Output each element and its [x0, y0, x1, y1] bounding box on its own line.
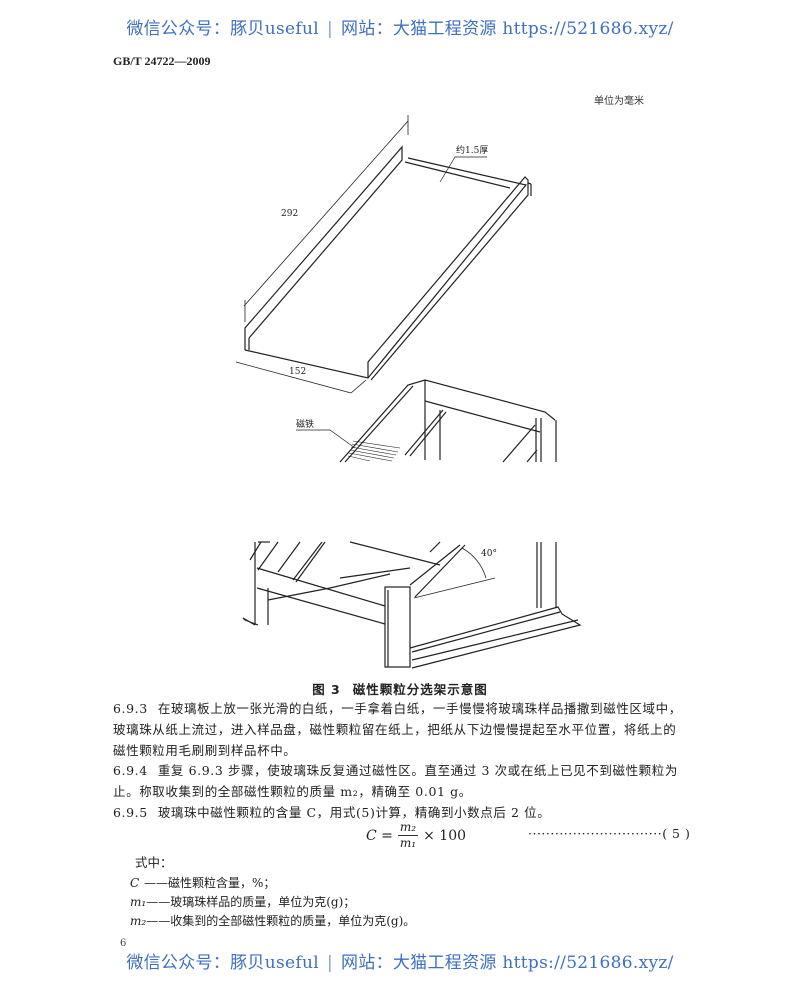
formula-5: C = m₂ m₁ × 100	[366, 820, 466, 851]
formula-reference: ······························( 5 )	[528, 826, 691, 841]
sorting-frame-lower	[242, 541, 582, 669]
watermark-right: 网站：大猫工程资源 https://521686.xyz/	[340, 953, 674, 973]
watermark-bottom: 微信公众号：豚贝useful | 网站：大猫工程资源 https://521686.…	[0, 948, 800, 973]
paragraph-6-9-5: 6.9.5 玻璃珠中磁性颗粒的含量 C，用式(5)计算，精确到小数点后 2 位。	[113, 802, 688, 823]
clause-number: 6.9.4	[113, 763, 148, 778]
unit-note: 单位为毫米	[594, 96, 644, 107]
definition-item: C ——磁性颗粒含量，%；	[130, 874, 415, 893]
definition-symbol: m₁	[130, 895, 147, 909]
formula-denominator: m₁	[399, 836, 417, 850]
thickness-label: 约1.5厚	[456, 144, 488, 156]
angle-label: 40°	[481, 549, 497, 559]
figure-number: 图 3	[312, 682, 341, 697]
dimension-length-label: 292	[281, 209, 298, 219]
sorting-frame-upper	[296, 379, 557, 463]
definition-text: ——玻璃珠样品的质量，单位为克(g)；	[146, 895, 356, 909]
where-label: 式中：	[135, 855, 173, 870]
watermark-top: 微信公众号：豚贝useful | 网站：大猫工程资源 https://521686.…	[0, 14, 800, 39]
watermark-left: 微信公众号：豚贝useful	[126, 953, 319, 973]
standard-number: GB/T 24722—2009	[113, 54, 211, 68]
formula-numerator: m₂	[397, 820, 419, 836]
paragraph-text: 玻璃珠中磁性颗粒的含量 C，用式(5)计算，精确到小数点后 2 位。	[157, 805, 551, 820]
watermark-separator: |	[326, 19, 333, 39]
formula-fraction: m₂ m₁	[397, 820, 419, 851]
dimension-width-label: 152	[289, 367, 306, 377]
page-number: 6	[120, 938, 127, 949]
definition-item: m₁——玻璃珠样品的质量，单位为克(g)；	[130, 893, 415, 912]
sample-tray-drawing	[235, 115, 532, 394]
clause-number: 6.9.5	[113, 805, 148, 820]
paragraph-text: 在玻璃板上放一张光滑的白纸，一手拿着白纸，一手慢慢将玻璃珠样品播撒到磁性区域中，…	[113, 701, 682, 758]
watermark-left: 微信公众号：豚贝useful	[126, 19, 319, 39]
formula-lhs: C =	[366, 827, 393, 844]
definition-item: m₂——收集到的全部磁性颗粒的质量，单位为克(g)。	[130, 912, 415, 931]
formula-rhs: × 100	[423, 827, 467, 844]
figure-title: 磁性颗粒分选架示意图	[352, 682, 488, 697]
definitions-list: C ——磁性颗粒含量，%； m₁——玻璃珠样品的质量，单位为克(g)； m₂——收…	[130, 874, 415, 931]
definition-text: ——收集到的全部磁性颗粒的质量，单位为克(g)。	[146, 914, 416, 928]
figure-caption: 图 3 磁性颗粒分选架示意图	[0, 679, 800, 698]
watermark-right: 网站：大猫工程资源 https://521686.xyz/	[340, 19, 674, 39]
clause-number: 6.9.3	[113, 701, 148, 716]
figure-3-drawing: 292 152 约1.5厚 磁铁	[235, 115, 582, 669]
paragraph-text: 重复 6.9.3 步骤，使玻璃珠反复通过磁性区。直至通过 3 次或在纸上已见不到…	[113, 763, 678, 799]
definition-symbol: C	[130, 876, 140, 890]
magnet-label: 磁铁	[296, 418, 314, 430]
definition-symbol: m₂	[130, 914, 147, 928]
watermark-separator: |	[326, 953, 333, 973]
definition-text: ——磁性颗粒含量，%；	[144, 876, 276, 890]
